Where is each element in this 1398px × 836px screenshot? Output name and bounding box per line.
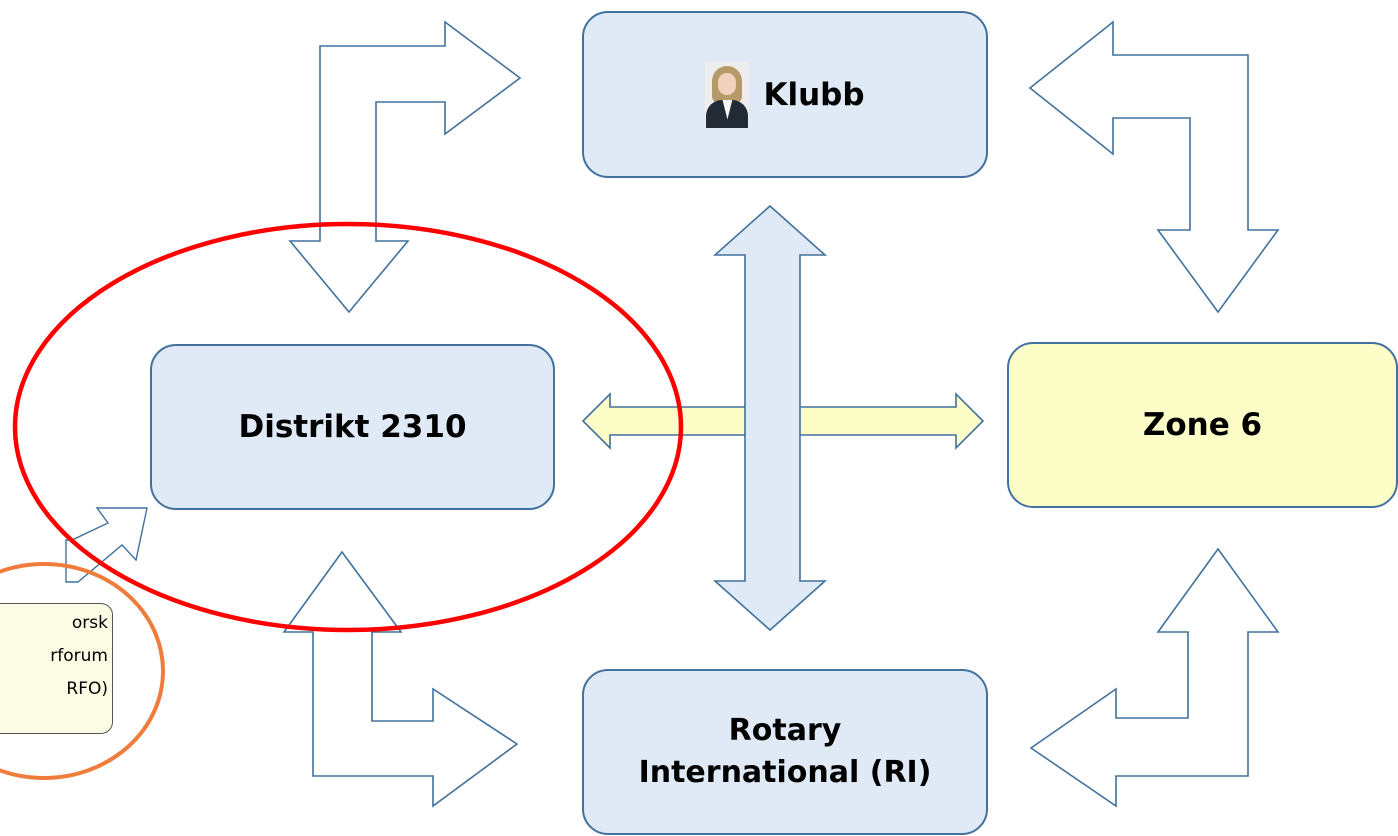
rfo-box: orsk rforum RFO)	[0, 603, 113, 734]
small-arrow-rfo-distrikt	[65, 507, 148, 583]
rfo-label-line1: orsk	[71, 613, 108, 633]
distrikt-label: Distrikt 2310	[238, 409, 467, 445]
zone-box: Zone 6	[1007, 342, 1398, 508]
elbow-arrow-distrikt-klubb	[288, 20, 522, 314]
klubb-label: Klubb	[763, 76, 865, 113]
distrikt-box: Distrikt 2310	[150, 344, 555, 510]
rfo-label-line2: rforum	[50, 646, 108, 666]
elbow-arrow-ri-zone	[1029, 547, 1280, 808]
person-photo-icon	[705, 61, 750, 128]
ri-label-line2: International (RI)	[638, 755, 932, 790]
ri-box: Rotary International (RI)	[582, 669, 988, 835]
elbow-arrow-distrikt-ri	[282, 550, 519, 808]
rfo-label-line3: RFO)	[66, 679, 108, 699]
ri-label-line1: Rotary	[728, 713, 842, 748]
zone-label: Zone 6	[1142, 407, 1263, 443]
double-arrow-klubb-ri	[712, 204, 828, 632]
klubb-box: Klubb	[582, 11, 988, 178]
elbow-arrow-klubb-zone	[1028, 20, 1280, 314]
